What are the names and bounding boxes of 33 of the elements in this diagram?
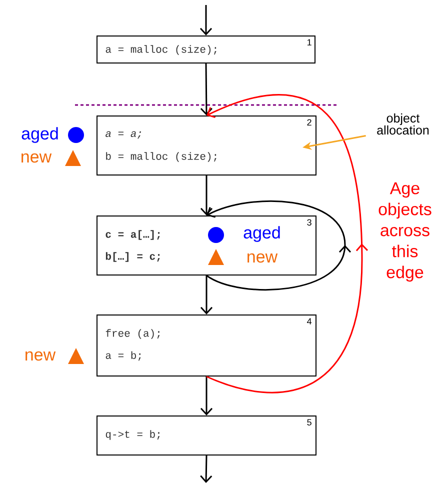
code-block (96, 416, 316, 456)
code-line: a = malloc (size); (106, 45, 216, 55)
edge-label: Age objects across this edge (373, 181, 437, 283)
marker-label: aged (22, 127, 58, 143)
code-block (96, 314, 316, 376)
arrow (200, 64, 212, 116)
code-line: q->t = b; (106, 430, 160, 440)
block-number: 2 (307, 119, 312, 126)
code-line: a = b; (106, 351, 141, 361)
code-line: b = malloc (size); (106, 152, 216, 162)
marker-label: new (22, 153, 52, 163)
marker-label: new (248, 253, 278, 263)
block-number: 5 (307, 419, 312, 426)
code-block (96, 36, 316, 64)
marker-label: new (26, 351, 56, 361)
block-number: 4 (307, 318, 312, 324)
arrow (200, 5, 212, 36)
arrow (200, 376, 213, 416)
arrow (206, 94, 368, 394)
code-line: c = a[…]; (106, 230, 160, 240)
arrow (200, 176, 213, 216)
code-line: b[…] = c; (106, 252, 160, 262)
annotation-text: object allocation (377, 113, 429, 135)
code-block (96, 216, 316, 276)
arrow (200, 455, 212, 483)
code-line: free (a); (106, 329, 160, 339)
arrow (200, 276, 213, 314)
marker-label: aged (244, 226, 280, 242)
block-number: 3 (307, 219, 312, 226)
block-number: 1 (307, 39, 312, 46)
arrow (206, 200, 352, 290)
code-line: a = a; (106, 131, 141, 139)
code-block (96, 116, 316, 176)
